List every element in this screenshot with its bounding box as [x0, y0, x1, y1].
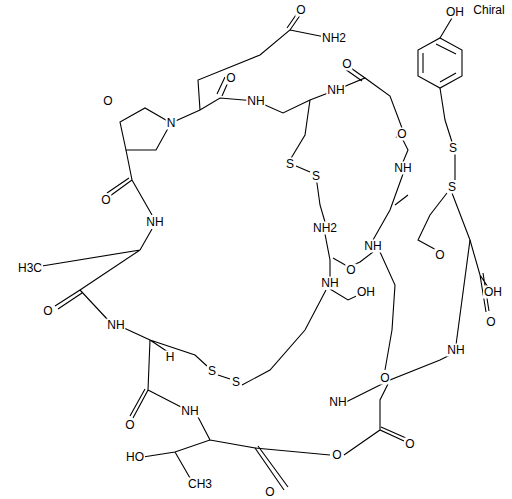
atom-label: O — [404, 438, 415, 451]
atom-label: O — [379, 372, 390, 385]
atom-label: O — [124, 419, 135, 432]
atom-label: HO — [125, 451, 145, 464]
atom-label: NH — [106, 319, 125, 332]
atom-label: O — [100, 194, 111, 207]
atom-label: O — [345, 264, 356, 277]
atom-label: S — [285, 158, 295, 171]
atom-label: O — [102, 95, 113, 108]
atom-label: O — [434, 249, 445, 262]
atom-label: NH2 — [312, 222, 338, 235]
atom-label: S — [311, 170, 321, 183]
atom-label: NH — [446, 344, 465, 357]
atom-label: O — [225, 72, 236, 85]
atom-label: O — [396, 128, 407, 141]
atom-label: N — [166, 117, 177, 130]
atom-label: O — [42, 305, 53, 318]
atom-label: S — [447, 181, 457, 194]
atom-label: O — [264, 485, 275, 498]
atom-label: NH — [393, 162, 412, 175]
atom-label: NH — [363, 240, 382, 253]
atom-label: H — [165, 351, 176, 364]
atom-label: S — [231, 376, 241, 389]
atom-label: NH — [246, 95, 265, 108]
atom-label: S — [207, 365, 217, 378]
atom-label: NH2 — [321, 32, 347, 45]
atom-label: S — [448, 142, 458, 155]
atom-label: NH — [326, 84, 345, 97]
atom-label: CH3 — [187, 478, 213, 491]
atom-label: OH — [356, 286, 376, 299]
atom-label: OH — [445, 6, 465, 19]
atom-label: NH — [320, 277, 339, 290]
atom-label: NH — [145, 216, 164, 229]
atom-label: O — [295, 4, 306, 17]
atom-label: O — [331, 449, 342, 462]
atom-label: NH — [180, 405, 199, 418]
atom-label: NH — [328, 396, 347, 409]
atom-label: H3C — [17, 262, 43, 275]
atom-label: OH — [483, 286, 503, 299]
atom-label: O — [485, 316, 496, 329]
atom-label: O — [341, 58, 352, 71]
chirality-note: Chiral — [472, 4, 505, 17]
